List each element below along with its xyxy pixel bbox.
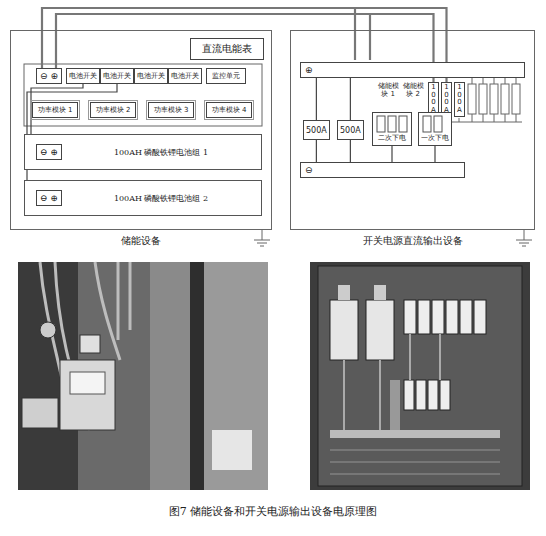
wire <box>350 140 351 162</box>
breaker-symbol <box>434 116 442 132</box>
negative-busbar: ⊖ <box>300 162 465 178</box>
photo-dc-output <box>310 262 530 490</box>
breaker-symbol <box>388 116 396 132</box>
module-label: 储能模块 1 <box>376 82 400 98</box>
wire <box>434 146 435 162</box>
power-module: 功率模块 1 <box>32 102 78 118</box>
node-text: ⊖ <box>40 193 48 203</box>
node-text: 功率模块 4 <box>212 105 247 115</box>
breaker-symbol <box>423 116 431 132</box>
fuse: 500A <box>303 120 330 140</box>
terminal: ⊖⊕ <box>36 68 62 84</box>
dc-meter: 直流电能表 <box>190 38 264 60</box>
node-text: 100AH 磷酸铁锂电池组 1 <box>114 147 208 158</box>
battery-pack: 100AH 磷酸铁锂电池组 1 ⊖⊕ <box>24 134 262 170</box>
wire <box>391 146 392 162</box>
wire <box>350 78 351 120</box>
wire <box>369 14 371 60</box>
node-text: 100A <box>443 84 450 115</box>
node-text: 100AH 磷酸铁锂电池组 2 <box>114 193 208 204</box>
node-text: ⊖ <box>40 71 48 81</box>
primary-cutoff: 一次下电 <box>418 112 452 146</box>
node-text: 电池开关 <box>137 71 165 81</box>
node-text: 100A <box>456 84 463 115</box>
battery-switch: 电池开关 <box>100 68 134 84</box>
node-text: ⊕ <box>305 65 313 75</box>
node-text: 100A <box>430 84 437 115</box>
battery-switch: 电池开关 <box>66 68 100 84</box>
figure-caption: 图7 储能设备和开关电源输出设备电原理图 <box>0 504 546 519</box>
terminal: ⊖⊕ <box>36 190 62 206</box>
battery-switch: 电池开关 <box>168 68 202 84</box>
node-text: 直流电能表 <box>202 42 252 56</box>
photo-energy-storage <box>18 262 268 490</box>
breaker-symbol <box>377 116 385 132</box>
monitor-unit: 监控单元 <box>206 68 246 84</box>
node-text: 监控单元 <box>212 71 240 81</box>
node-text: 500A <box>306 126 327 135</box>
battery-pack: 100AH 磷酸铁锂电池组 2 ⊖⊕ <box>24 180 262 216</box>
node-text: 电池开关 <box>103 71 131 81</box>
node-text: ⊕ <box>51 71 59 81</box>
node-text: ⊖ <box>305 165 313 175</box>
node-text: ⊖ <box>40 147 48 157</box>
fuse: 500A <box>337 120 364 140</box>
node-text: 电池开关 <box>171 71 199 81</box>
module-frame <box>24 64 262 126</box>
power-module: 功率模块 2 <box>90 102 136 118</box>
node-text: 一次下电 <box>421 133 449 143</box>
terminal: ⊖⊕ <box>36 144 62 160</box>
node-text: 二次下电 <box>378 133 406 143</box>
node-text: 500A <box>340 126 361 135</box>
power-module: 功率模块 3 <box>148 102 194 118</box>
node-text: 功率模块 2 <box>96 105 131 115</box>
battery-switch: 电池开关 <box>134 68 168 84</box>
node-text: 储能设备 <box>11 234 271 248</box>
secondary-cutoff: 二次下电 <box>372 112 412 146</box>
breaker: 100A <box>454 82 465 117</box>
node-text: ⊕ <box>51 193 59 203</box>
power-module: 功率模块 4 <box>206 102 252 118</box>
storage-enclosure: 储能设备直流电能表⊖⊕电池开关电池开关电池开关电池开关监控单元功率模块 1功率模… <box>10 30 272 230</box>
wire <box>316 140 317 162</box>
module-label: 储能模块 2 <box>401 82 425 98</box>
wire <box>354 8 356 60</box>
node-text: 开关电源直流输出设备 <box>291 234 534 248</box>
wire <box>316 78 317 120</box>
node-text: 功率模块 1 <box>38 105 73 115</box>
breaker-symbol <box>399 116 407 132</box>
node-text: 电池开关 <box>69 71 97 81</box>
node-text: ⊕ <box>51 147 59 157</box>
positive-busbar: ⊕ <box>300 62 525 78</box>
node-text: 功率模块 3 <box>154 105 189 115</box>
dc-output-enclosure: 开关电源直流输出设备⊕100A100A100A500A500A二次下电一次下电⊖ <box>290 30 535 230</box>
